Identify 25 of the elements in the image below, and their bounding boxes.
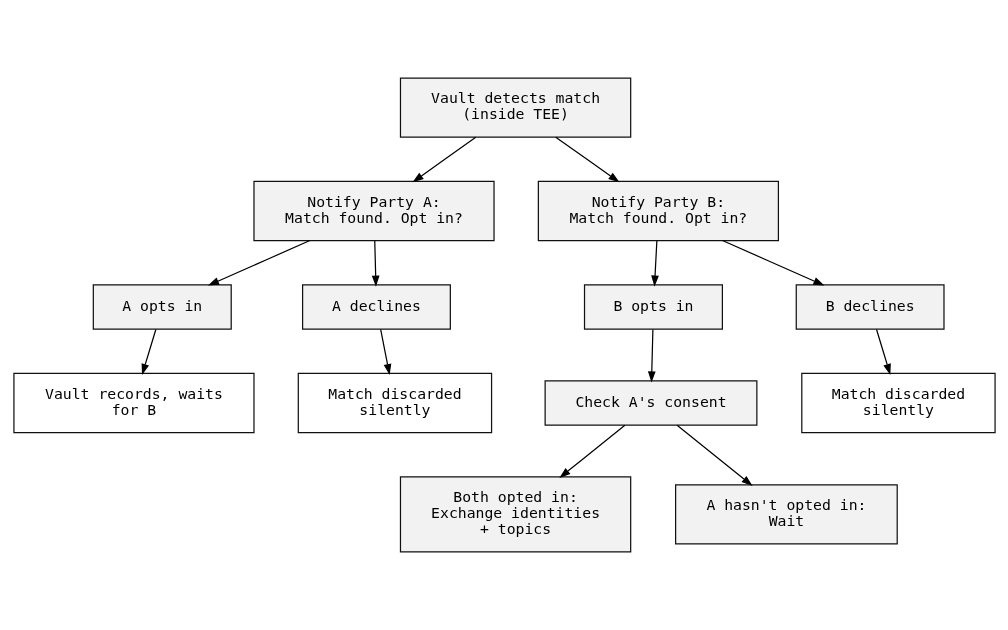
arrow [875,328,891,375]
arrow [554,136,620,183]
arrow [676,424,753,486]
arrow [207,239,311,286]
node-box: A declines [301,284,451,330]
node-box: Vault detects match (inside TEE) [399,77,631,138]
node-box: Notify Party A: Match found. Opt in? [252,180,495,242]
node-box: Check A's consent [544,380,757,426]
arrow [379,328,391,375]
node-box: Match discarded silently [297,372,492,434]
node-box: B opts in [583,284,723,330]
node-box: Vault records, waits for B [12,372,255,434]
arrow [412,136,476,183]
arrow [647,328,656,383]
node-box: Match discarded silently [800,372,996,434]
arrow [650,240,659,287]
arrow [141,328,156,375]
node-box: Both opted in: Exchange identities + topics [399,476,631,553]
node-box: B declines [795,284,945,330]
node-box: A hasn't opted in: Wait [674,484,898,545]
arrow [371,240,380,287]
arrow [721,239,824,286]
node-box: Notify Party B: Match found. Opt in? [537,180,779,242]
arrow [558,424,625,478]
node-box: A opts in [92,284,232,330]
